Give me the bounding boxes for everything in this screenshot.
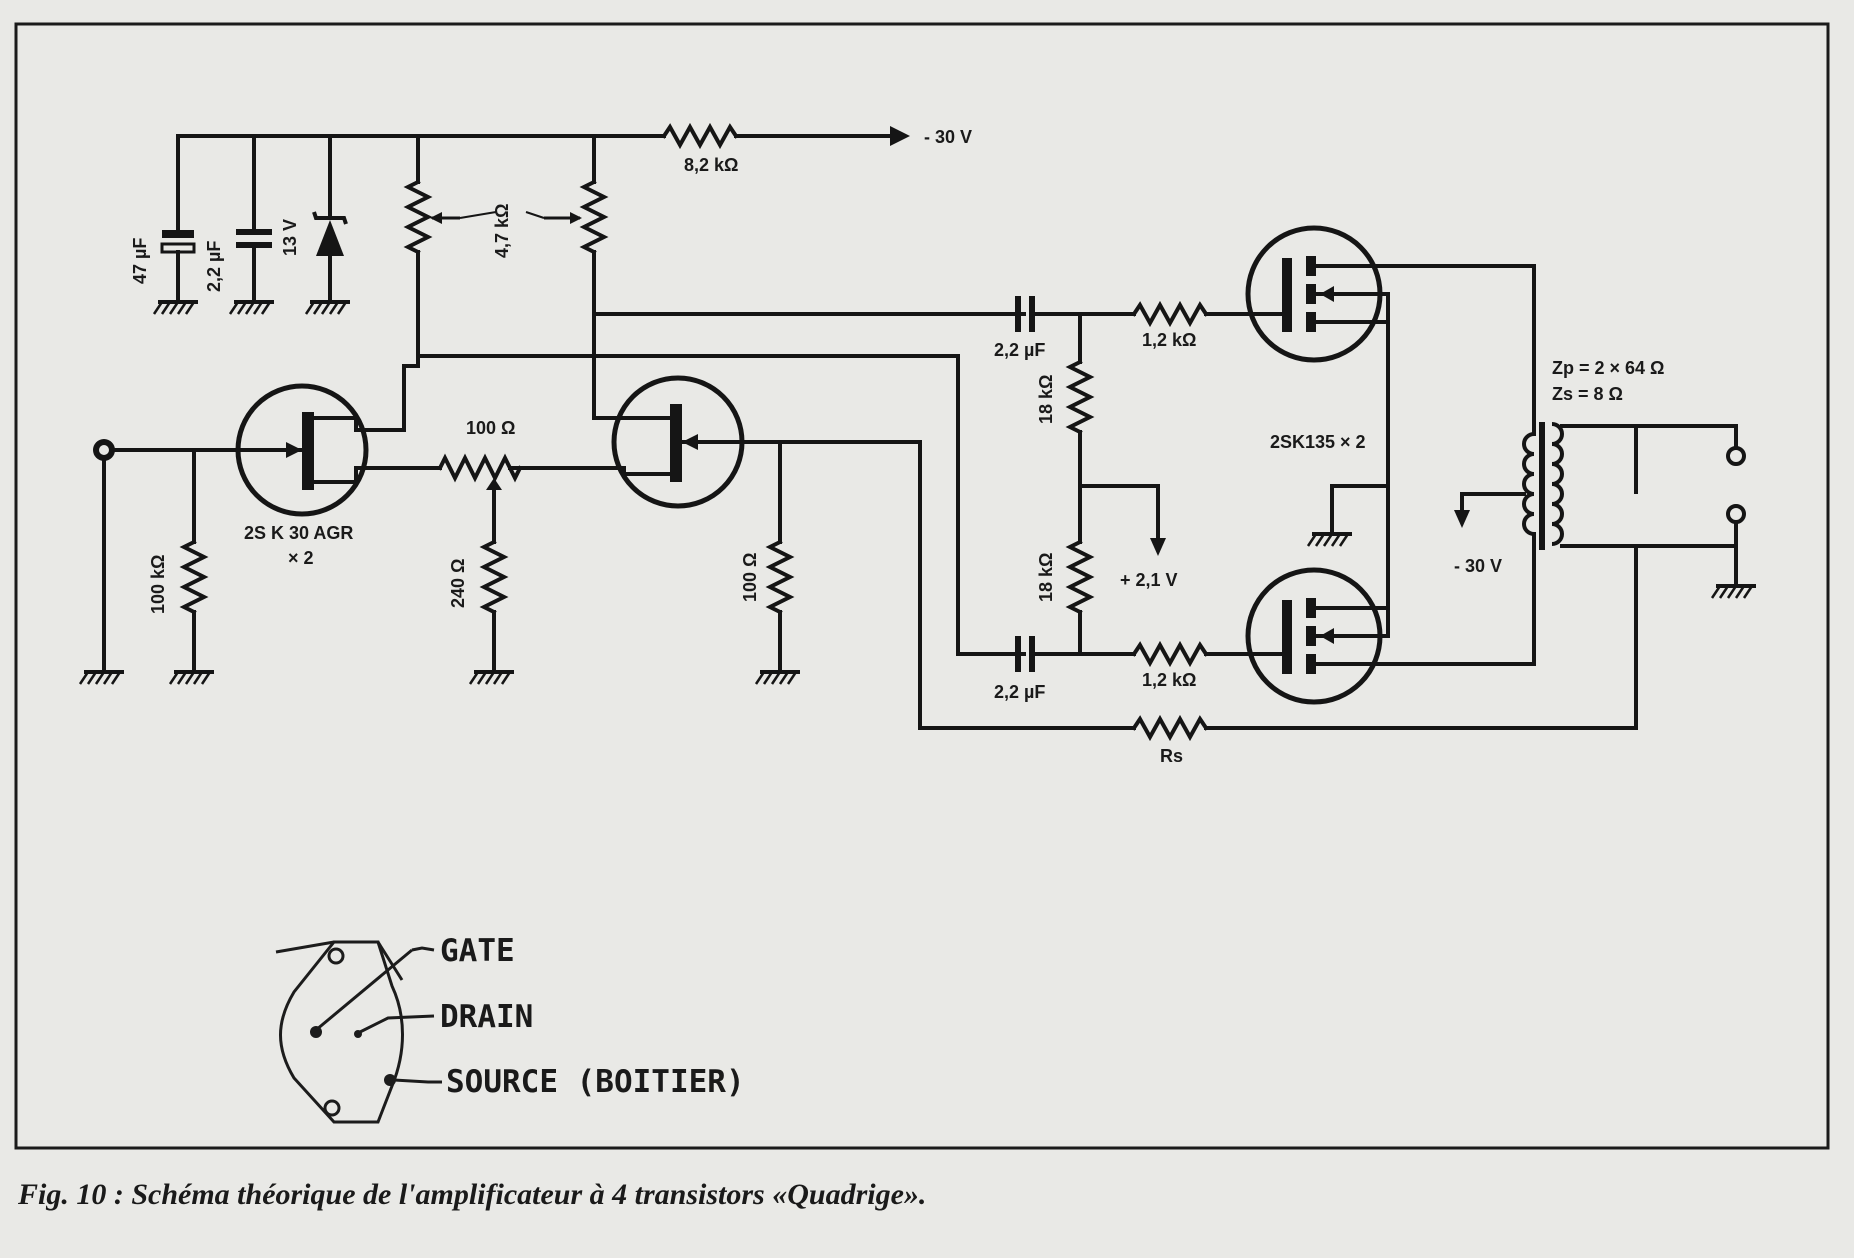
resistor-1k2-bottom — [1131, 640, 1250, 668]
jfet-input-1 — [235, 383, 406, 517]
wire-secondary-bottom — [1560, 520, 1738, 548]
output-terminal-bottom — [1726, 504, 1746, 524]
resistor-18k-bottom — [1065, 539, 1095, 656]
input-stage-label: 2S K 30 AGR — [244, 523, 353, 543]
r-1k2-bottom-label: 1,2 kΩ — [1142, 670, 1196, 690]
supply-mid-label: - 30 V — [1454, 556, 1502, 576]
wire-jfet2-drain — [592, 320, 664, 420]
potentiometer-right — [525, 134, 609, 324]
bias-label: + 2,1 V — [1120, 570, 1178, 590]
bias-tap — [1078, 484, 1166, 556]
r-240-label: 240 Ω — [448, 559, 468, 608]
r-100-load-label: 100 Ω — [740, 553, 760, 602]
r-4k7-label: 4,7 kΩ — [492, 204, 512, 258]
resistor-240 — [468, 539, 516, 686]
pinout-gate-label: GATE — [440, 933, 515, 969]
r-100k-label: 100 kΩ — [148, 555, 168, 614]
capacitor-2u2-top — [1015, 296, 1136, 332]
r-18k-top-label: 18 kΩ — [1036, 375, 1056, 424]
output-transformer — [1454, 422, 1564, 550]
wire-drain-top — [1386, 264, 1536, 436]
capacitor-47uf — [152, 134, 200, 316]
mosfet-power-top — [1245, 225, 1390, 363]
resistor-1k2-top — [1131, 300, 1250, 328]
pinout-source-label: SOURCE (BOITIER) — [446, 1064, 745, 1100]
r-1k2-top-label: 1,2 kΩ — [1142, 330, 1196, 350]
resistor-18k-top — [1065, 312, 1095, 544]
supply-top-label: - 30 V — [924, 127, 972, 147]
output-terminal-top — [1726, 446, 1746, 466]
input-stage-count: × 2 — [288, 548, 314, 568]
transformer-zs: Zs = 8 Ω — [1552, 384, 1623, 404]
resistor-100k — [168, 448, 216, 686]
resistor-rs — [1131, 548, 1638, 742]
r-8k2-label: 8,2 kΩ — [684, 155, 738, 175]
pinout-package — [275, 940, 442, 1124]
pinout-drain-label: DRAIN — [440, 999, 533, 1035]
c-2u2-filter-label: 2,2 µF — [204, 241, 224, 292]
wire-drain-bottom — [1386, 532, 1536, 666]
jfet-input-2 — [611, 375, 782, 509]
schematic-frame: - 30 V 8,2 kΩ 47 µF 2,2 µF 13 V — [14, 22, 1830, 1150]
wire-secondary-top — [1560, 424, 1738, 450]
r-18k-bottom-label: 18 kΩ — [1036, 553, 1056, 602]
c-47u-label: 47 µF — [130, 238, 150, 284]
wire-source-ground — [1330, 484, 1390, 536]
mosfet-power-bottom — [1245, 567, 1390, 705]
wire-feedback — [778, 440, 1136, 730]
outer-border — [14, 22, 1830, 1150]
input-jack — [78, 439, 126, 686]
potentiometer-left — [402, 134, 497, 432]
circuit-schematic: - 30 V 8,2 kΩ 47 µF 2,2 µF 13 V — [14, 22, 1830, 1150]
transformer-zp: Zp = 2 × 64 Ω — [1552, 358, 1664, 378]
capacitor-2u2-filter — [228, 134, 276, 316]
c-2u2-top-label: 2,2 µF — [994, 340, 1045, 360]
figure-caption: Fig. 10 : Schéma théorique de l'amplific… — [18, 1178, 927, 1211]
wire-drive-bottom — [416, 354, 1026, 656]
capacitor-2u2-bottom — [1015, 636, 1136, 672]
c-2u2-bottom-label: 2,2 µF — [994, 682, 1045, 702]
r-100-pot-label: 100 Ω — [466, 418, 515, 438]
supply-rail — [176, 122, 910, 150]
resistor-100-load — [754, 440, 802, 686]
feedback-label: Rs — [1160, 746, 1183, 766]
zener-diode — [304, 134, 352, 316]
zener-label: 13 V — [280, 219, 300, 256]
potentiometer-100 — [437, 453, 626, 544]
power-stage-label: 2SK135 × 2 — [1270, 432, 1366, 452]
